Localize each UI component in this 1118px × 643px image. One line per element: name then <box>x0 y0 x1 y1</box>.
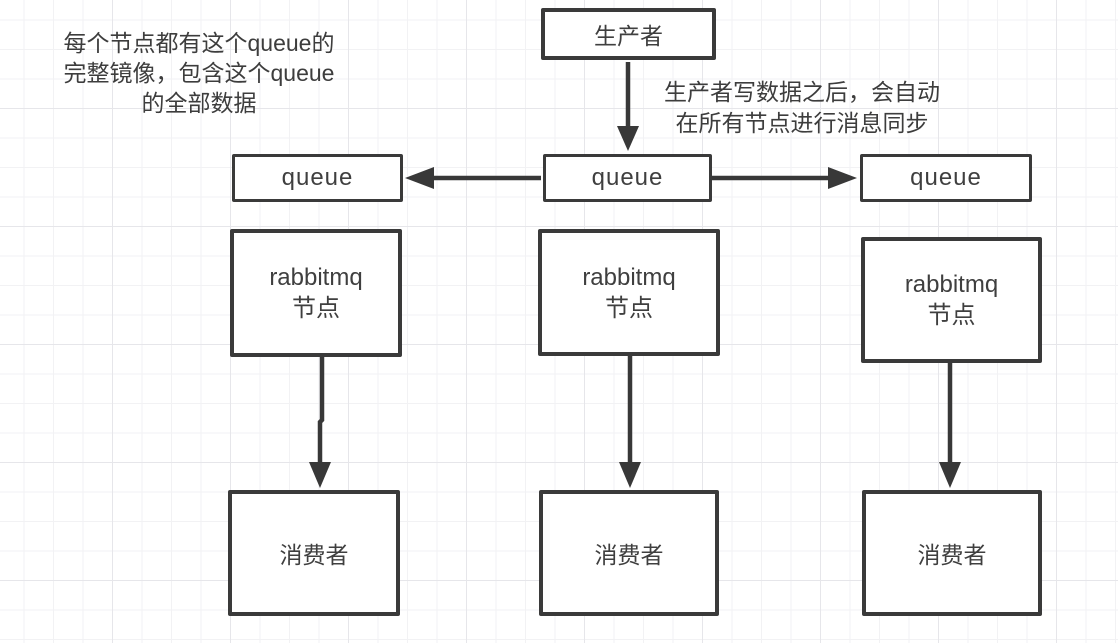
queue-label-right: queue <box>910 164 982 191</box>
consumer-box-center: 消费者 <box>539 490 719 616</box>
mirror-note-line1: 每个节点都有这个queue的 <box>63 30 335 56</box>
arrow-right-node-to-right-consumer <box>939 363 961 488</box>
consumer-box-right: 消费者 <box>862 490 1042 616</box>
mirror-note-line3: 的全部数据 <box>141 90 257 116</box>
mirror-note: 每个节点都有这个queue的 完整镜像，包含这个queue 的全部数据 <box>38 28 360 118</box>
consumer-label-left: 消费者 <box>279 542 349 568</box>
queue-box-right: queue <box>860 154 1032 202</box>
arrow-left-node-to-left-consumer <box>309 357 331 488</box>
consumer-label-right: 消费者 <box>917 542 987 568</box>
sync-note-line2: 在所有节点进行消息同步 <box>675 110 929 136</box>
arrow-center-queue-to-right-queue <box>712 167 857 189</box>
producer-label: 生产者 <box>594 23 663 49</box>
rabbitmq-node-left-line1: rabbitmq <box>269 264 363 291</box>
mirror-note-line2: 完整镜像，包含这个queue <box>63 60 335 86</box>
arrow-producer-to-center-queue <box>617 62 639 151</box>
rabbitmq-node-box-left: rabbitmq 节点 <box>230 229 402 357</box>
rabbitmq-node-right-line2: 节点 <box>927 302 976 329</box>
queue-label-center: queue <box>591 164 664 191</box>
sync-note: 生产者写数据之后，会自动 在所有节点进行消息同步 <box>642 77 962 139</box>
queue-box-center: queue <box>543 154 712 202</box>
queue-label-left: queue <box>281 164 354 191</box>
rabbitmq-node-center-line2: 节点 <box>605 294 653 322</box>
rabbitmq-node-box-right: rabbitmq 节点 <box>861 237 1042 363</box>
queue-box-left: queue <box>232 154 403 202</box>
arrow-center-node-to-center-consumer <box>619 356 641 488</box>
rabbitmq-node-box-center: rabbitmq 节点 <box>538 229 720 356</box>
arrow-center-queue-to-left-queue <box>405 167 541 189</box>
consumer-box-left: 消费者 <box>228 490 400 616</box>
rabbitmq-node-right-line1: rabbitmq <box>904 271 999 298</box>
sync-note-line1: 生产者写数据之后，会自动 <box>664 79 940 105</box>
rabbitmq-node-left-line2: 节点 <box>292 295 340 322</box>
producer-box: 生产者 <box>541 8 716 60</box>
consumer-label-center: 消费者 <box>594 542 664 568</box>
rabbitmq-node-center-line1: rabbitmq <box>582 263 676 291</box>
